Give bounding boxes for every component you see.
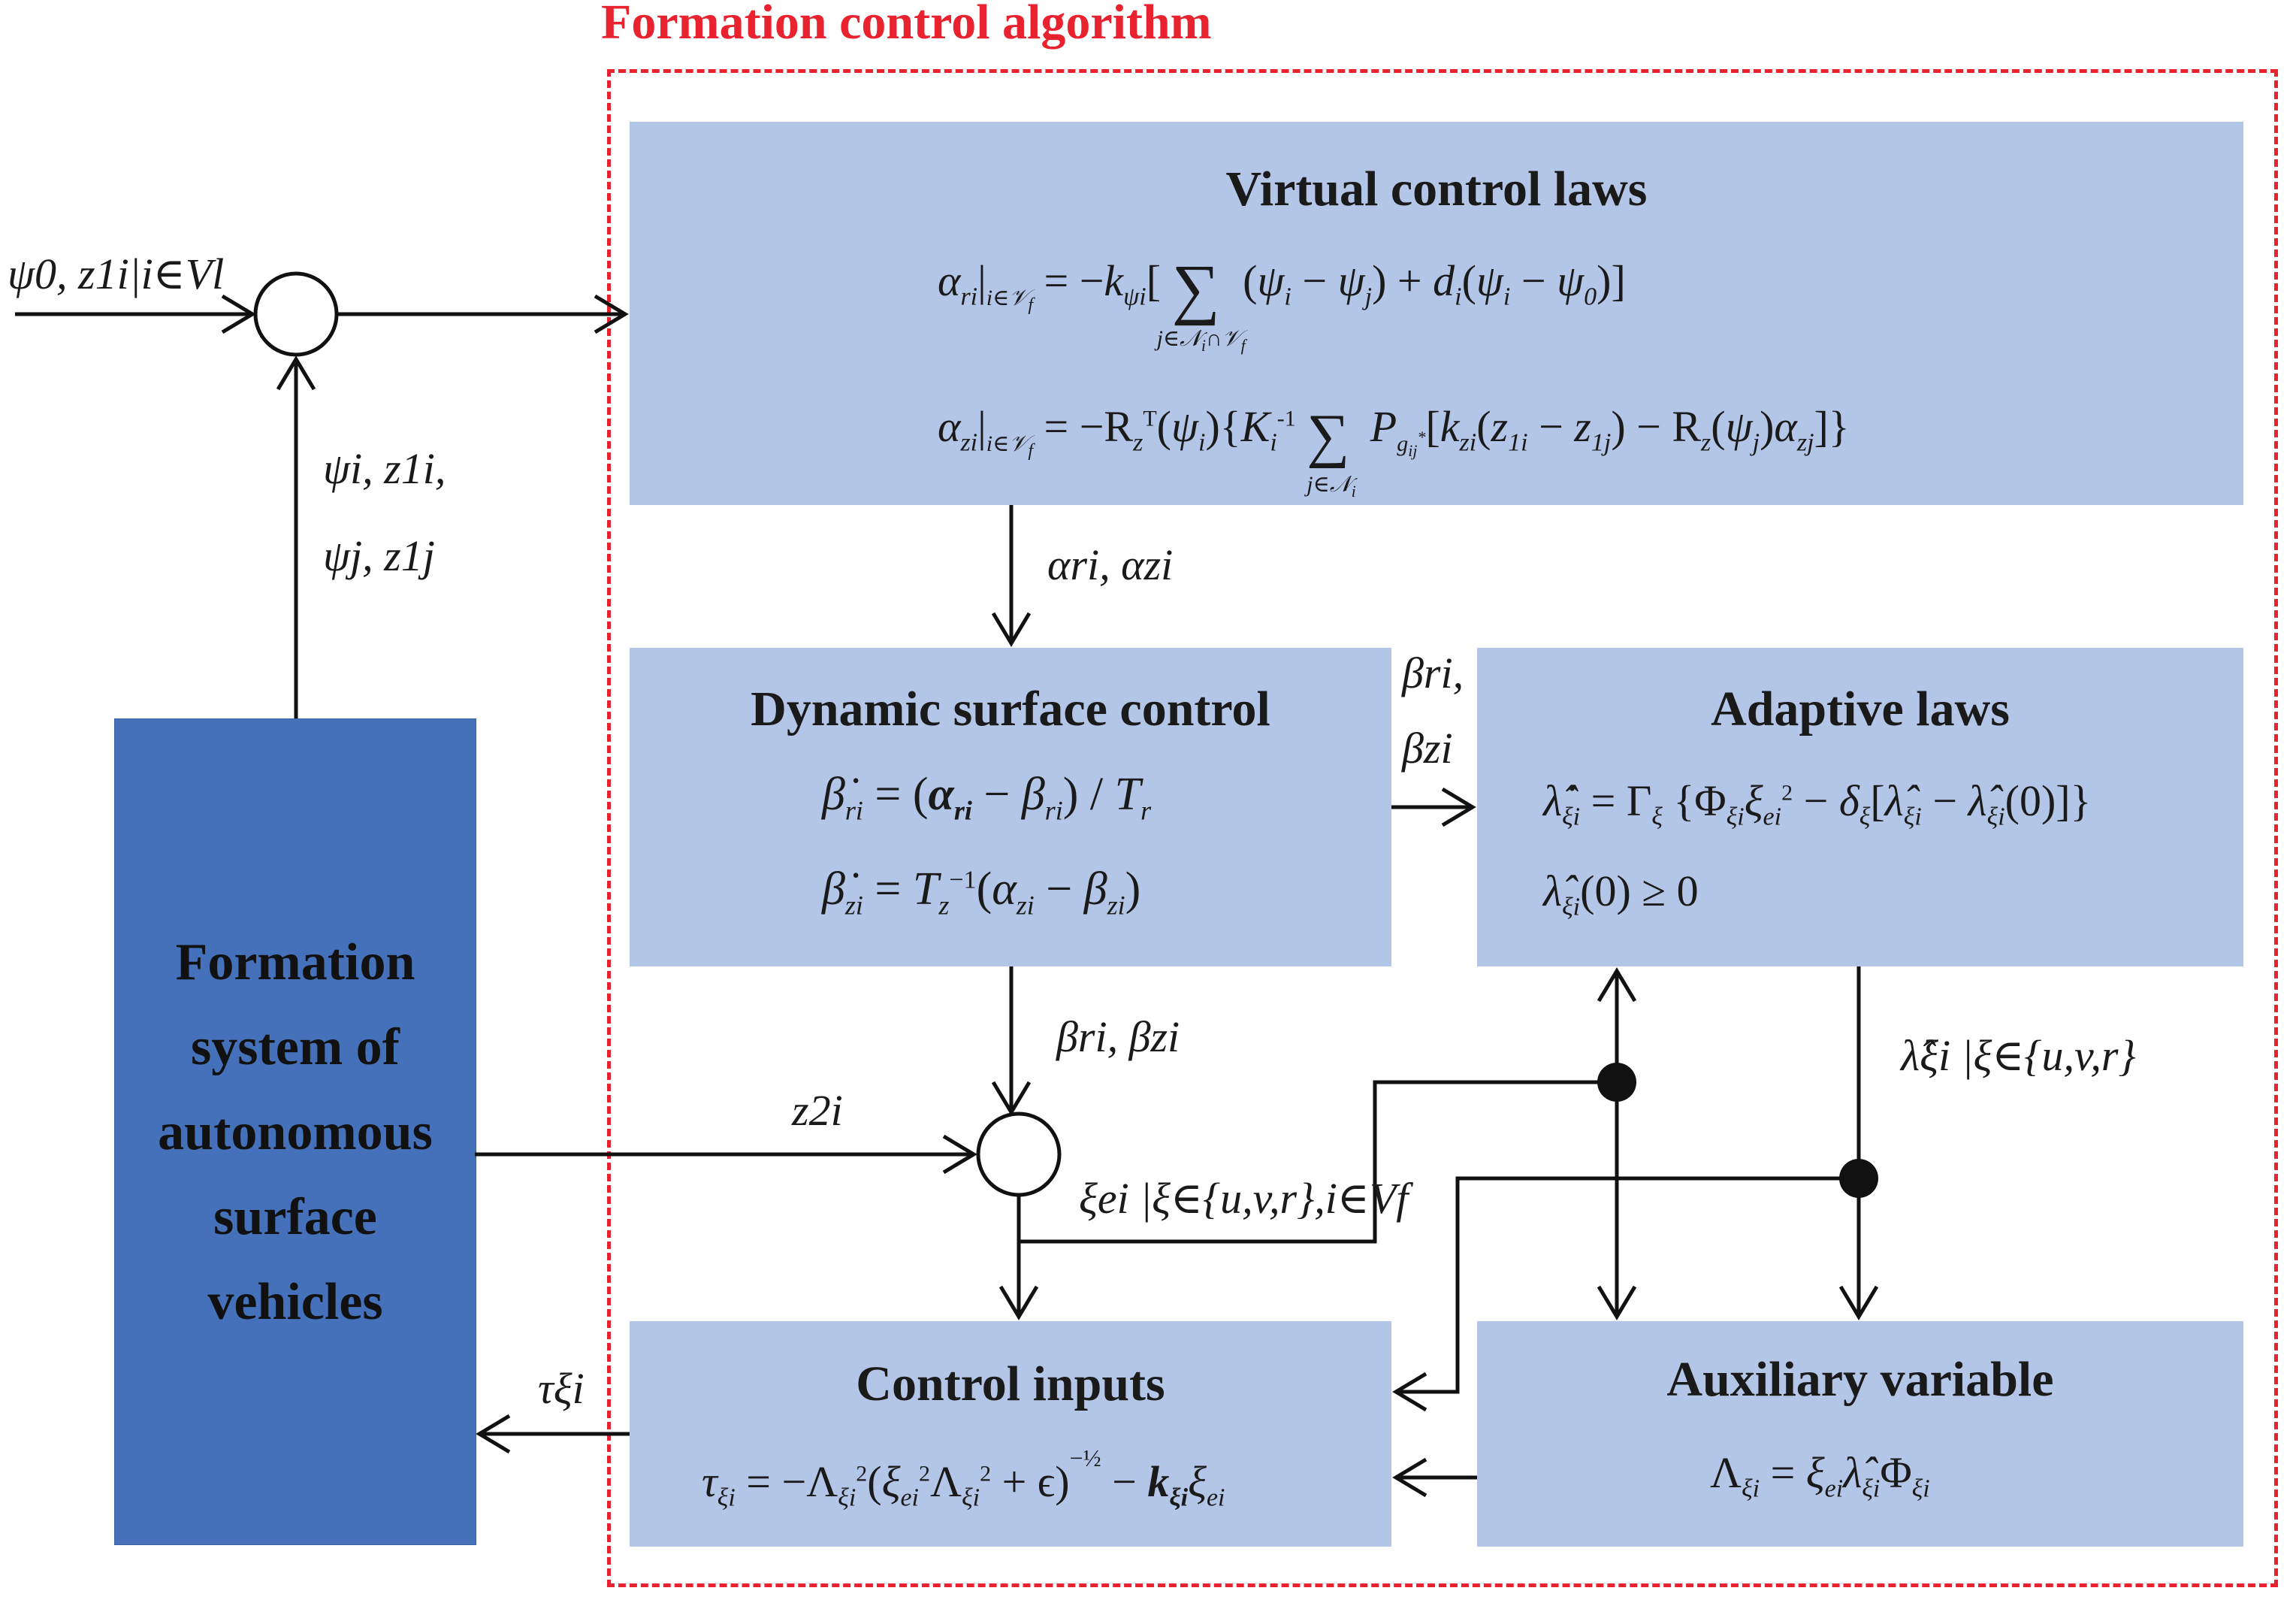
signal-z2: z2i xyxy=(792,1086,843,1135)
virtual-control-laws-block: Virtual control laws αri|i∈𝒱f = −kψi[ ∑j… xyxy=(630,122,2243,505)
system-line-4: surface xyxy=(213,1187,377,1246)
dynamic-surface-control-block: Dynamic surface control β̇ri = (αri − βr… xyxy=(630,648,1391,966)
region-title: Formation control algorithm xyxy=(601,0,1212,50)
adaptive-eq-init: λ̂ξi(0) ≥ 0 xyxy=(1543,867,1699,921)
signal-beta-1: βri, xyxy=(1402,649,1464,697)
signal-alpha: αri, αzi xyxy=(1047,540,1174,589)
sum-junction-2 xyxy=(976,1111,1062,1197)
signal-feedback-2: ψj, z1j xyxy=(323,531,435,580)
formation-system-block: Formation system of autonomous surface v… xyxy=(114,718,476,1545)
dsc-eq-beta-r: β̇ri = (αri − βri) / Tr xyxy=(822,769,1152,826)
virtual-eq-alpha-r: αri|i∈𝒱f = −kψi[ ∑j∈𝒩i∩𝒱f (ψi − ψj) + di… xyxy=(938,252,1626,355)
adaptive-title: Adaptive laws xyxy=(1711,682,2010,736)
system-line-1: Formation xyxy=(175,933,415,991)
virtual-control-laws-title: Virtual control laws xyxy=(1225,162,1648,216)
signal-beta-2: βzi xyxy=(1402,724,1453,773)
signal-feedback-1: ψi, z1i, xyxy=(323,444,446,493)
adaptive-eq-update: λ̂̇ξi = Γξ {Φξiξei2 − δξ[λ̂ξi − λ̂ξi(0)]… xyxy=(1543,776,2092,831)
adaptive-laws-block: Adaptive laws λ̂̇ξi = Γξ {Φξiξei2 − δξ[λ… xyxy=(1477,648,2243,966)
dsc-eq-beta-z: β̇zi = Tz−1(αzi − βzi) xyxy=(822,863,1141,921)
auxiliary-variable-block: Auxiliary variable Λξi = ξeiλ̂ξiΦξi xyxy=(1477,1321,2243,1547)
dsc-title: Dynamic surface control xyxy=(751,682,1270,736)
auxiliary-eq-lambda: Λξi = ξeiλ̂ξiΦξi xyxy=(1710,1448,1930,1503)
signal-beta-down: βri, βzi xyxy=(1056,1012,1180,1061)
signal-lambda-hat: λ̂ξi |ξ∈{u,v,r} xyxy=(1901,1031,2136,1080)
virtual-eq-alpha-z: αzi|i∈𝒱f = −RzT(ψi){Ki-1 ∑j∈𝒩i Pgij*[kzi… xyxy=(938,402,1850,501)
control-inputs-block: Control inputs τξi = −Λξi2(ξei2Λξi2 + ϵ)… xyxy=(630,1321,1391,1547)
system-line-5: vehicles xyxy=(207,1272,383,1331)
branch-node-1 xyxy=(1597,1063,1636,1102)
control-eq-tau: τξi = −Λξi2(ξei2Λξi2 + ϵ)−½ − kξiξei xyxy=(702,1444,1225,1512)
algorithm-region xyxy=(607,69,2278,1587)
signal-xi-error: ξei |ξ∈{u,v,r},i∈Vf xyxy=(1079,1174,1409,1223)
auxiliary-title: Auxiliary variable xyxy=(1666,1352,2054,1407)
branch-node-2 xyxy=(1839,1159,1878,1198)
sum-junction-1 xyxy=(253,271,339,357)
signal-input: ψ0, z1i|i∈Vl xyxy=(8,250,225,298)
control-title: Control inputs xyxy=(856,1356,1165,1411)
system-line-3: autonomous xyxy=(158,1102,433,1161)
signal-tau: τξi xyxy=(538,1364,585,1413)
system-line-2: system of xyxy=(191,1018,400,1076)
